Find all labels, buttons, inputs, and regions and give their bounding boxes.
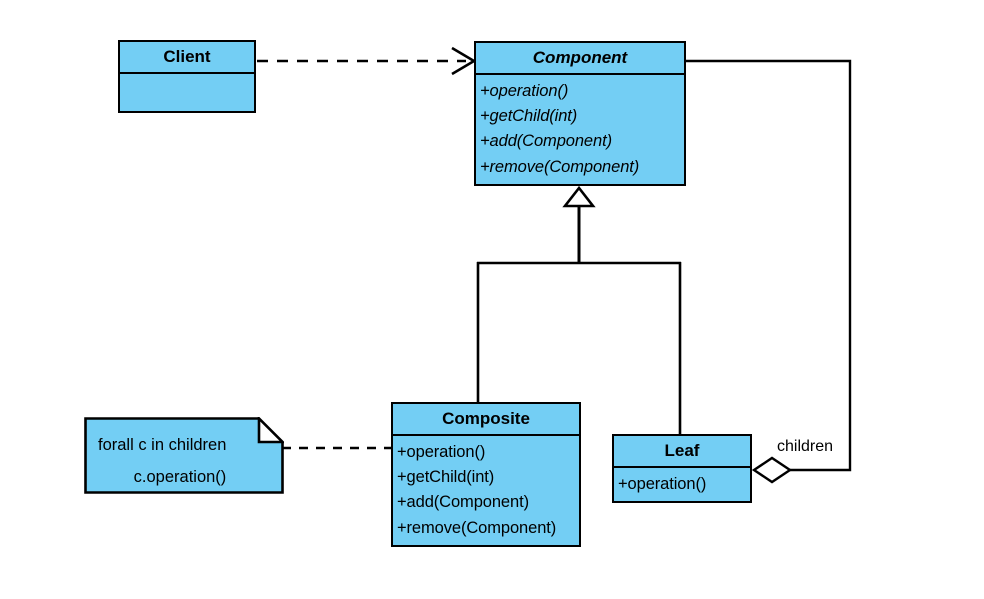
class-member: +operation() <box>618 475 707 493</box>
class-member: +operation() <box>480 82 569 100</box>
class-member: +operation() <box>397 443 486 461</box>
class-member: +add(Component) <box>397 493 529 512</box>
class-member: +getChild(int) <box>480 107 578 126</box>
class-box-composite[interactable]: Composite +operation() +getChild(int) +a… <box>391 402 581 547</box>
note-text-content: forall c in children c.operation() <box>84 417 284 494</box>
class-members-component: +operation() +getChild(int) +add(Compone… <box>476 75 684 184</box>
edge-label-children: children <box>777 438 834 455</box>
class-box-component[interactable]: Component +operation() +getChild(int) +a… <box>474 41 686 186</box>
class-name-leaf: Leaf <box>614 436 750 468</box>
class-member: +add(Component) <box>480 132 612 151</box>
class-box-client[interactable]: Client <box>118 40 256 113</box>
hollow-triangle-icon <box>562 185 596 208</box>
class-members-client <box>120 74 254 111</box>
class-members-leaf: +operation() <box>614 468 750 501</box>
class-name-component: Component <box>476 43 684 75</box>
note-shape <box>84 417 284 494</box>
aggregation-diamond-icon <box>751 456 793 484</box>
edge-component-children-aggregation[interactable] <box>686 59 852 484</box>
class-members-composite: +operation() +getChild(int) +add(Compone… <box>393 436 579 545</box>
note-line: c.operation() <box>133 468 227 487</box>
class-name-client: Client <box>120 42 254 74</box>
note-body-shape <box>84 417 284 494</box>
class-name-composite: Composite <box>393 404 579 436</box>
class-member: +remove(Component) <box>480 157 640 176</box>
edge-client-uses-component[interactable] <box>257 46 477 76</box>
class-member: +getChild(int) <box>397 468 495 487</box>
note-composite-operation[interactable]: forall c in children c.operation() <box>84 417 284 494</box>
edge-generalization-tree[interactable] <box>476 185 682 435</box>
class-box-leaf[interactable]: Leaf +operation() <box>612 434 752 504</box>
note-line: forall c in children <box>98 436 227 454</box>
aggregation-route-line <box>686 59 852 472</box>
note-folded-corner-icon <box>257 417 284 444</box>
class-member: +remove(Component) <box>397 518 557 537</box>
